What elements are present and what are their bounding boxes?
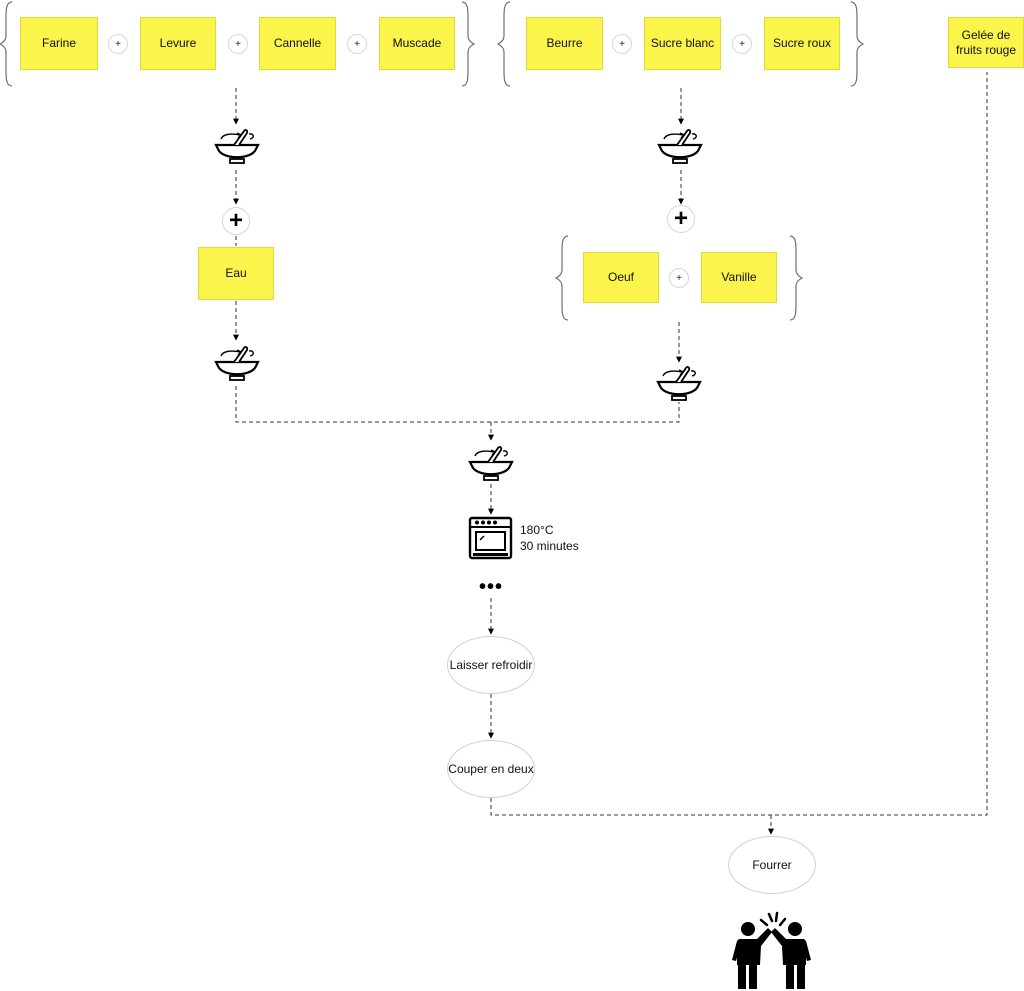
mixing-bowl-icon [657, 128, 703, 165]
big-plus-sign: + [667, 205, 695, 233]
connector-cut-to-fill [490, 72, 988, 816]
step-cool: Laisser refroidir [447, 636, 535, 694]
big-plus-sign: + [222, 207, 250, 235]
mixing-bowl-icon [656, 365, 702, 402]
mixing-bowl-icon [214, 345, 260, 382]
ingredient-note: Beurre [526, 17, 603, 70]
ingredient-note: Levure [140, 17, 216, 70]
bracket-dry-right [461, 1, 476, 87]
oven-temperature: 180°C [520, 523, 554, 537]
bracket-dry-left [0, 1, 13, 87]
ingredient-note: Muscade [379, 17, 455, 70]
bracket-butter-right [850, 1, 865, 87]
bracket-eggs-left [554, 235, 569, 321]
oven-icon [468, 516, 513, 560]
high-five-icon [732, 911, 811, 989]
ellipsis-icon: ••• [479, 576, 504, 598]
ingredient-note: Sucre roux [764, 17, 840, 70]
mixing-bowl-icon [214, 128, 260, 165]
bracket-butter-left [496, 1, 511, 87]
plus-sign: + [228, 34, 248, 54]
brackets [0, 1, 865, 321]
connector-merge [235, 386, 680, 423]
bracket-eggs-right [789, 235, 804, 321]
ingredient-note: Farine [20, 17, 98, 70]
plus-sign: + [108, 34, 128, 54]
ingredient-note-water: Eau [198, 247, 274, 300]
step-cut: Couper en deux [447, 740, 535, 798]
oven-duration: 30 minutes [520, 539, 579, 553]
plus-sign: + [732, 34, 752, 54]
ingredient-note-jelly: Gelée de fruits rouge [948, 17, 1024, 68]
plus-sign: + [347, 34, 367, 54]
ingredient-note: Vanille [701, 252, 777, 303]
plus-sign: + [669, 268, 689, 288]
step-fill: Fourrer [728, 836, 816, 894]
ingredient-note: Cannelle [259, 17, 336, 70]
ingredient-note: Oeuf [583, 252, 659, 303]
plus-sign: + [612, 34, 632, 54]
mixing-bowl-icon [468, 445, 514, 482]
ingredient-note: Sucre blanc [644, 17, 721, 70]
